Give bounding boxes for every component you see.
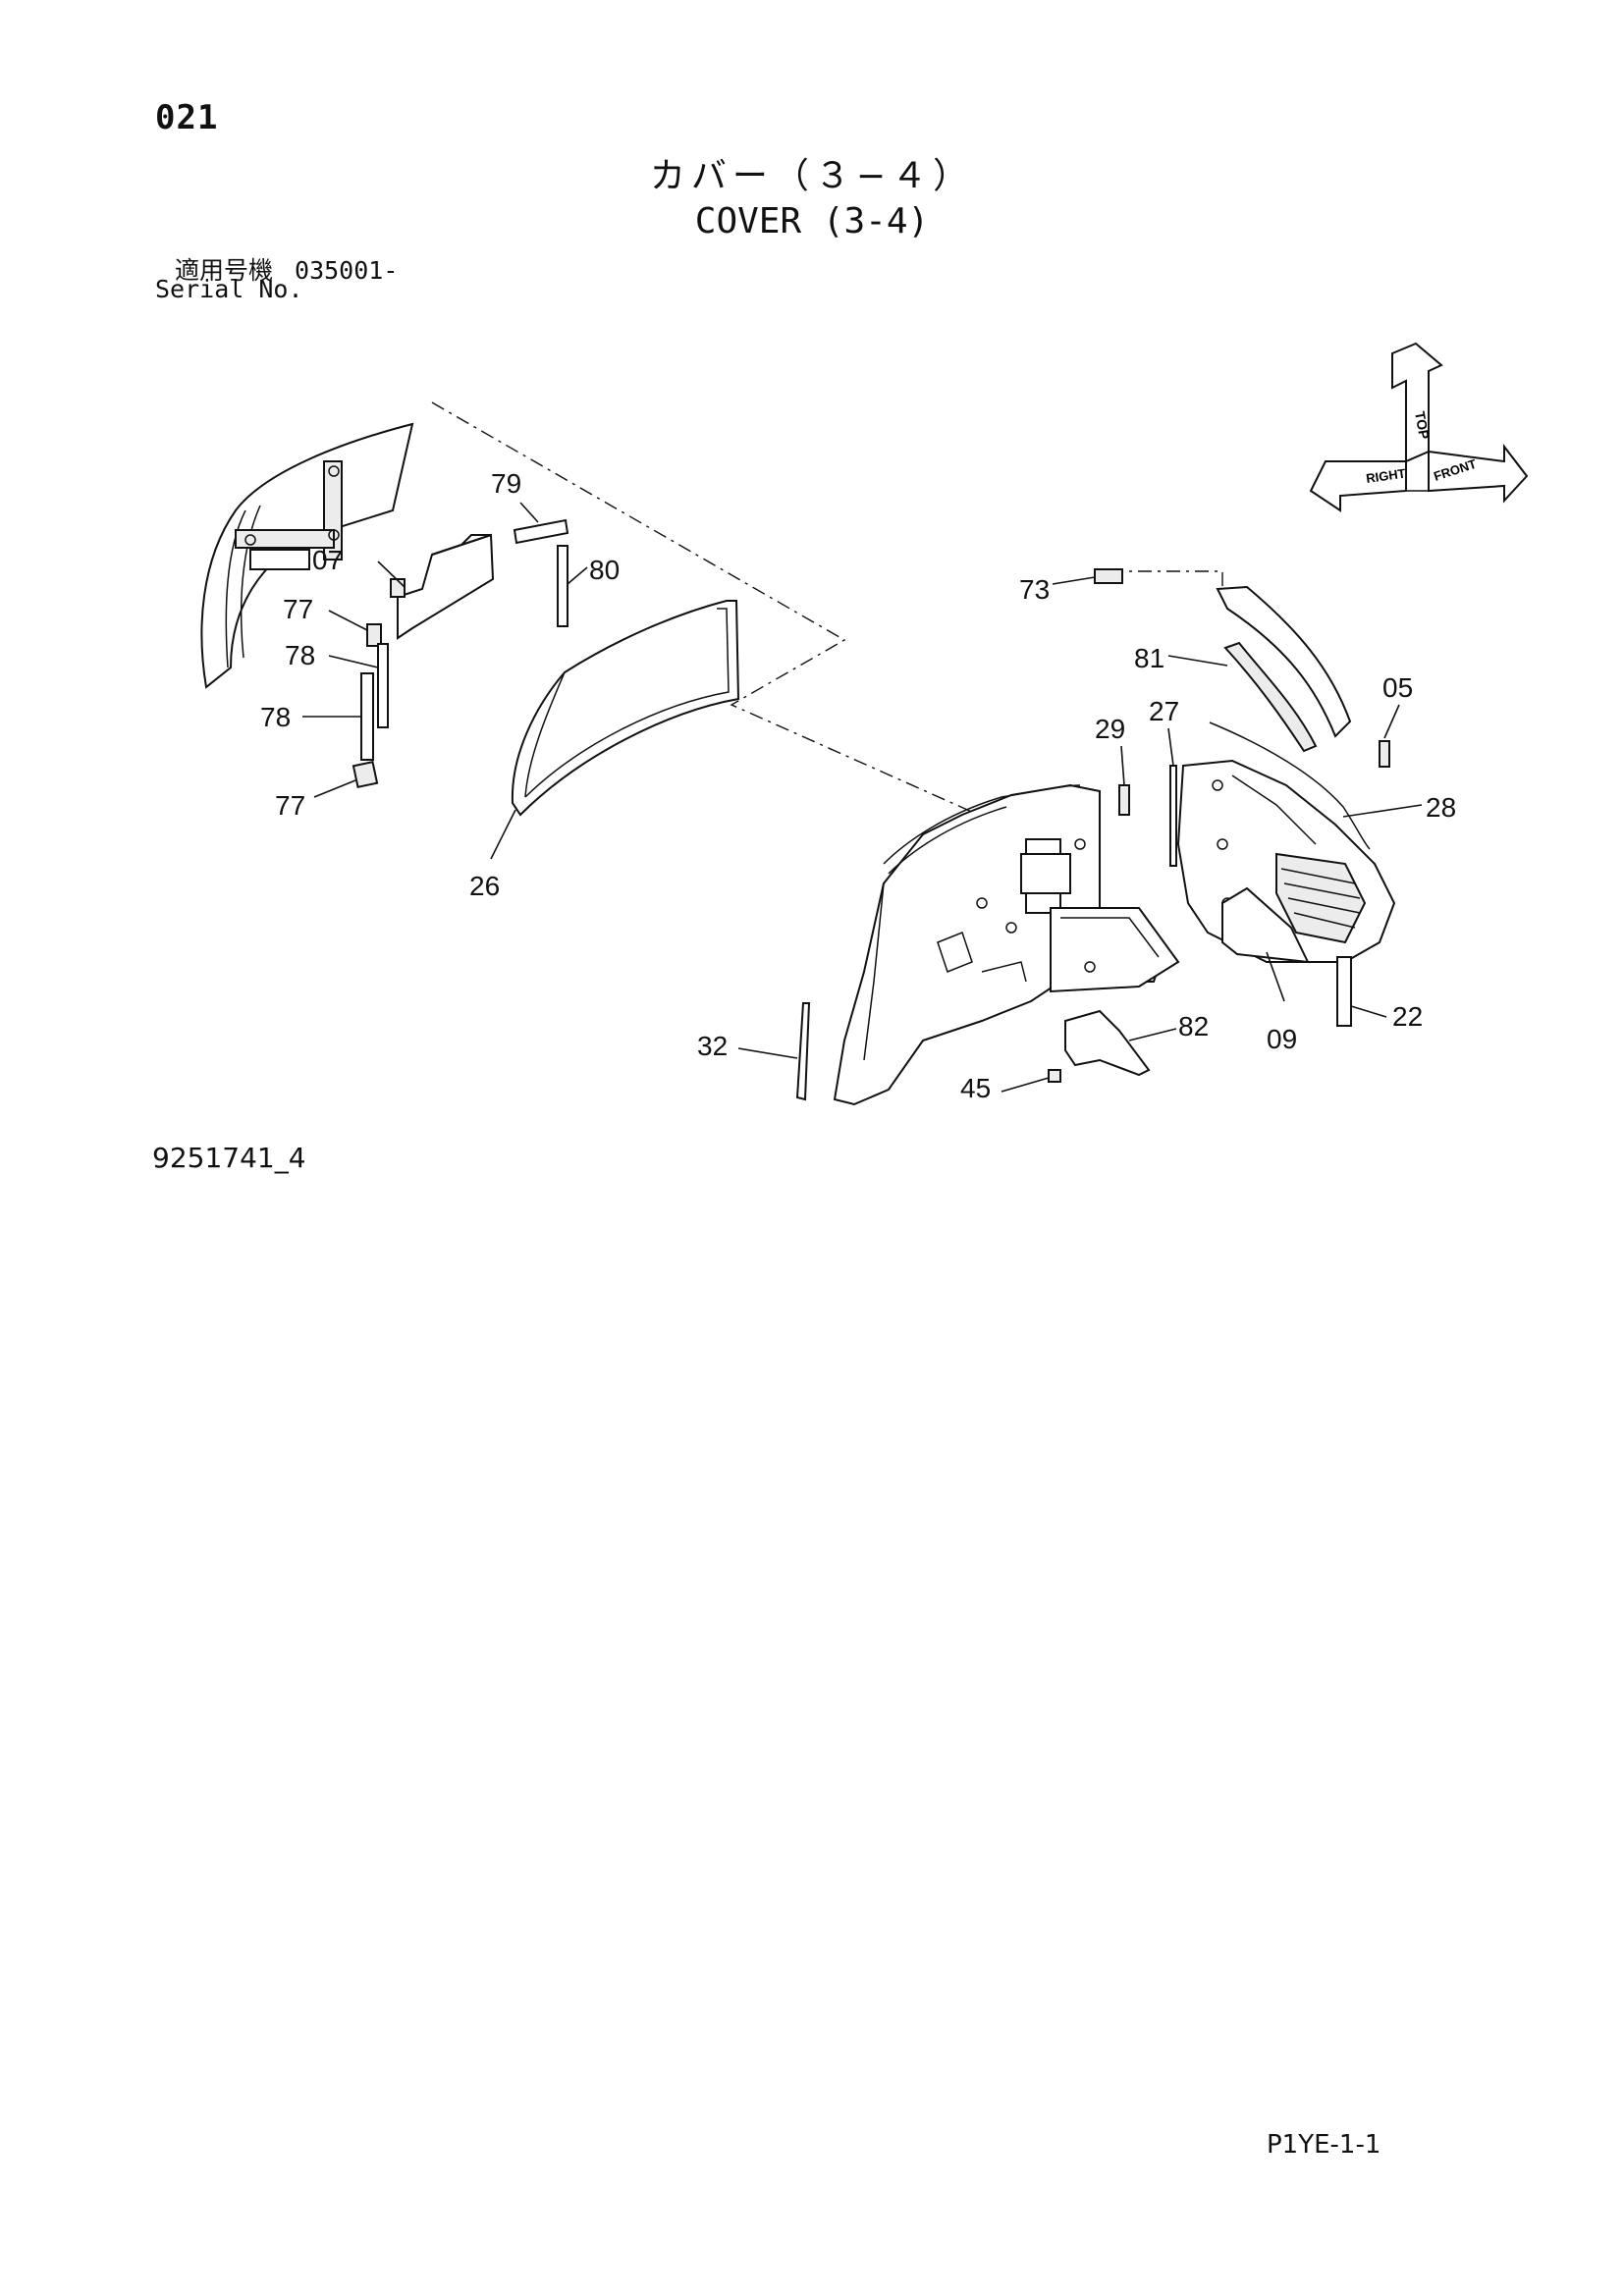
part-80 xyxy=(557,545,568,627)
part-82 xyxy=(1064,1009,1151,1077)
callout-77-top: 77 xyxy=(283,594,313,624)
callout-73: 73 xyxy=(1019,574,1050,605)
callout-26: 26 xyxy=(469,871,500,901)
part-77-bottom xyxy=(352,760,379,789)
phantom-line-top xyxy=(1110,570,1223,599)
callout-27: 27 xyxy=(1149,696,1179,726)
callout-05: 05 xyxy=(1382,672,1413,703)
callout-78-lower: 78 xyxy=(260,702,291,732)
callout-07: 07 xyxy=(312,545,343,575)
part-79 xyxy=(513,518,569,545)
part-78-upper xyxy=(377,643,389,728)
callout-22: 22 xyxy=(1392,1001,1423,1032)
part-32 xyxy=(795,1002,811,1101)
part-22 xyxy=(1336,956,1352,1027)
phantom-line-window xyxy=(431,401,993,822)
part-73 xyxy=(1094,568,1123,584)
part-29 xyxy=(1118,784,1130,816)
page-title-japanese: カバー（３−４） xyxy=(649,156,975,196)
serial-label-japanese: 適用号機 xyxy=(175,256,274,285)
serial-value: 035001- xyxy=(295,256,399,285)
callout-77-bottom: 77 xyxy=(275,790,305,821)
leader-lines xyxy=(302,502,1423,1093)
callout-80: 80 xyxy=(589,555,620,585)
part-78-lower xyxy=(360,672,374,761)
callout-29: 29 xyxy=(1095,714,1125,744)
drawing-id: 9251741_4 xyxy=(152,1142,306,1174)
callout-45: 45 xyxy=(960,1073,991,1103)
lower-panel-part xyxy=(1050,907,1180,993)
part-07 xyxy=(390,533,495,640)
grille-part xyxy=(1275,852,1367,944)
orientation-label-right: RIGHT xyxy=(1365,465,1406,485)
part-26-window-glass xyxy=(511,600,740,817)
cab-body-part xyxy=(833,783,1161,1106)
part-45 xyxy=(1048,1069,1061,1083)
page-number: 021 xyxy=(155,98,219,137)
part-28 xyxy=(1209,721,1371,850)
serial-label-english: Serial No. xyxy=(155,275,303,303)
callout-79: 79 xyxy=(491,468,521,499)
part-81 xyxy=(1216,585,1352,753)
callout-78-upper: 78 xyxy=(285,640,315,670)
callout-09: 09 xyxy=(1267,1024,1297,1054)
callout-28: 28 xyxy=(1426,792,1456,823)
orientation-label-top: TOP xyxy=(1412,410,1433,441)
part-77-top xyxy=(366,623,382,647)
callout-82: 82 xyxy=(1178,1011,1209,1041)
cab-frame-part xyxy=(200,422,414,689)
part-27 xyxy=(1169,765,1177,867)
sheet-reference: P1YE-1-1 xyxy=(1267,2130,1381,2160)
callout-32: 32 xyxy=(697,1031,728,1061)
callout-81: 81 xyxy=(1134,643,1164,673)
serial-row: 適用号機 035001- xyxy=(175,251,398,287)
part-09 xyxy=(1221,886,1310,964)
page-title-english: COVER (3-4) xyxy=(694,201,930,241)
part-05 xyxy=(1379,740,1390,768)
callouts: 79 80 07 77 78 78 77 26 73 81 05 29 27 2… xyxy=(260,468,1456,1103)
orientation-arrows-icon: TOP RIGHT FRONT xyxy=(1309,342,1529,512)
